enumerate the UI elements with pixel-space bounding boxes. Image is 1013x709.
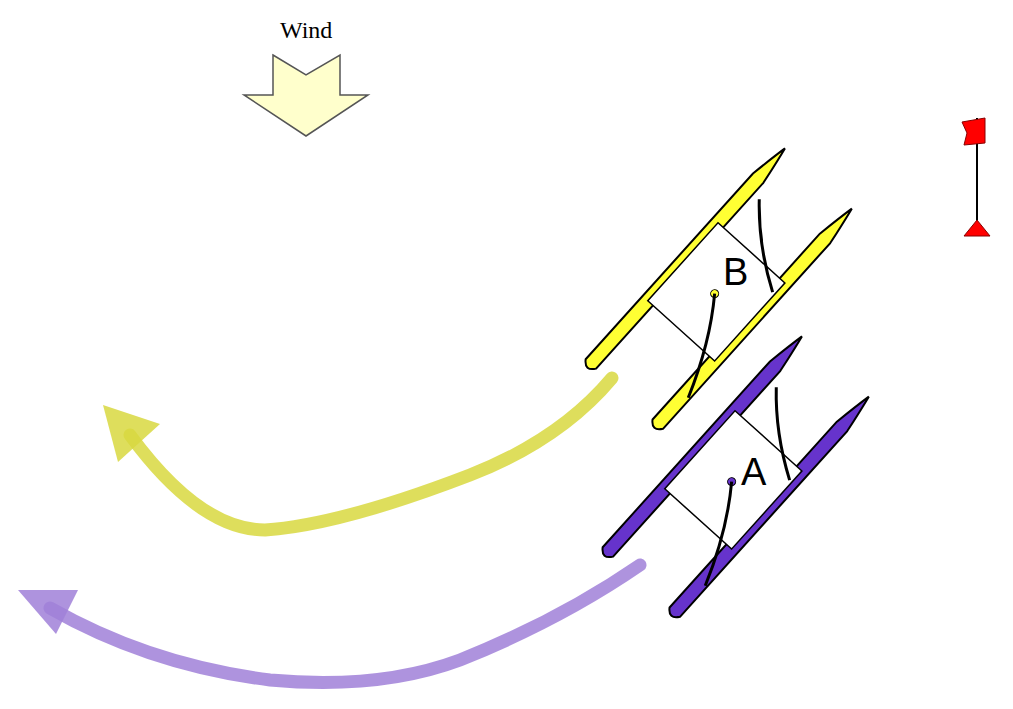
wind-label: Wind — [280, 18, 332, 42]
wind-arrow — [244, 55, 368, 136]
boat-a-track-head — [18, 590, 78, 634]
boat-letter: B — [721, 253, 750, 291]
catamaran-b — [582, 144, 857, 433]
mark-flag — [962, 118, 990, 236]
boat-a-track — [50, 565, 640, 683]
boat-b-track — [130, 378, 612, 530]
boat-letter: A — [739, 453, 768, 491]
boat-b-track-head — [103, 405, 160, 462]
catamaran-a — [599, 332, 874, 621]
